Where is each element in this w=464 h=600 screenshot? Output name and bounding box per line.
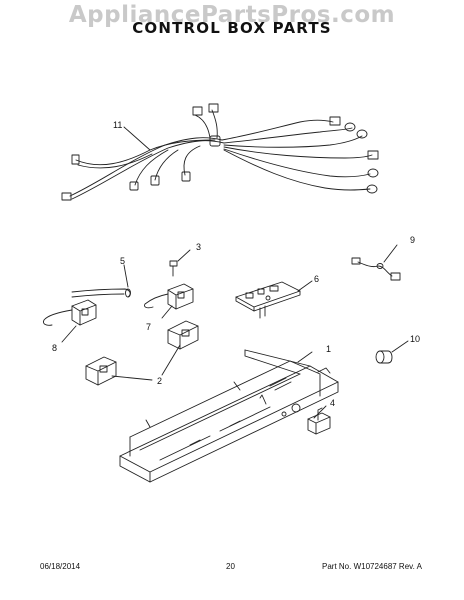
callout-8: 8: [52, 343, 57, 353]
damper-part-4: [307, 407, 331, 435]
callout-7: 7: [146, 322, 151, 332]
leader-line-3: [177, 249, 191, 262]
leader-line-8: [61, 325, 77, 343]
footer-part-number: Part No. W10724687 Rev. A: [322, 562, 422, 571]
switch-bracket-part-2b: [167, 320, 199, 350]
leader-line-9: [383, 244, 398, 263]
wire-harness-part: [61, 103, 379, 201]
tube-part-5: [71, 288, 131, 298]
switch-bracket-part-2a: [85, 356, 117, 386]
callout-6: 6: [314, 274, 319, 284]
footer-date: 06/18/2014: [40, 562, 81, 571]
page-title: CONTROL BOX PARTS: [132, 19, 332, 37]
leader-line-2a: [111, 375, 153, 381]
leader-line-7: [161, 305, 173, 319]
callout-4: 4: [330, 398, 335, 408]
leader-line-11: [123, 126, 151, 151]
screw-part-3: [169, 260, 178, 277]
switch-part-7: [144, 283, 194, 310]
sensor-part-9: [351, 257, 401, 281]
leader-line-5: [123, 264, 129, 288]
control-board-part-6: [235, 281, 301, 319]
callout-2: 2: [157, 376, 162, 386]
callout-10: 10: [410, 334, 420, 344]
leader-line-1: [297, 351, 313, 363]
footer-page-number: 20: [226, 562, 235, 571]
leader-line-2b: [161, 344, 181, 376]
watermark-text: AppliancePartsPros.com: [68, 2, 396, 28]
callout-5: 5: [120, 256, 125, 266]
callout-9: 9: [410, 235, 415, 245]
plug-part-10: [375, 350, 393, 364]
leader-line-6: [297, 280, 313, 292]
callout-1: 1: [326, 344, 331, 354]
callout-3: 3: [196, 242, 201, 252]
leader-line-10: [391, 340, 409, 353]
leader-line-4: [313, 405, 327, 419]
callout-11: 11: [113, 120, 122, 130]
switch-part-8: [43, 299, 97, 326]
control-box-housing-part-1: [119, 349, 339, 483]
